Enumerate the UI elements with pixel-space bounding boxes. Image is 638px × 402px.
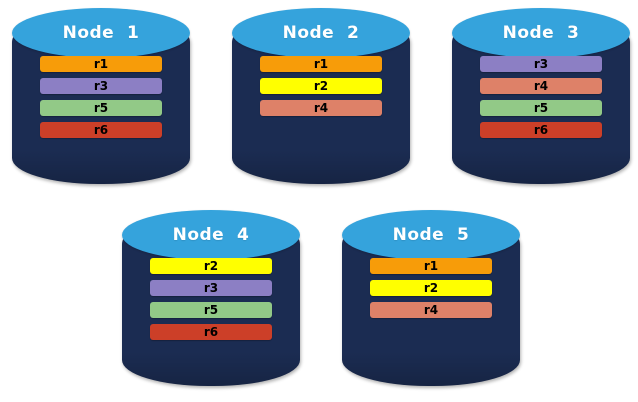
cylinder-top-ellipse: Node 3 [452,8,630,58]
replica-bar: r3 [40,78,162,94]
cylinder-top-ellipse: Node 4 [122,210,300,260]
cylinder-top-ellipse: Node 1 [12,8,190,58]
node-4: Node 4 r2 r3 r5 r6 [122,210,300,388]
replica-list: r3 r4 r5 r6 [480,56,602,144]
replica-list: r1 r2 r4 [370,258,492,324]
node-title: Node 5 [392,225,470,245]
replica-bar: r2 [150,258,272,274]
replica-bar: r6 [40,122,162,138]
node-5: Node 5 r1 r2 r4 [342,210,520,388]
node-3: Node 3 r3 r4 r5 r6 [452,8,630,186]
replica-bar: r4 [370,302,492,318]
replica-bar: r3 [150,280,272,296]
replica-bar: r6 [480,122,602,138]
replica-bar: r2 [260,78,382,94]
cylinder-bottom-shade [452,150,630,184]
replica-list: r1 r2 r4 [260,56,382,122]
replica-list: r1 r3 r5 r6 [40,56,162,144]
replica-bar: r5 [150,302,272,318]
node-1: Node 1 r1 r3 r5 r6 [12,8,190,186]
replica-bar: r1 [370,258,492,274]
node-title: Node 3 [502,23,580,43]
replica-bar: r4 [480,78,602,94]
replica-bar: r4 [260,100,382,116]
replica-bar: r3 [480,56,602,72]
replica-bar: r1 [40,56,162,72]
cylinder-bottom-shade [12,150,190,184]
cylinder-top-ellipse: Node 5 [342,210,520,260]
replica-bar: r2 [370,280,492,296]
cylinder-bottom-shade [232,150,410,184]
replica-list: r2 r3 r5 r6 [150,258,272,346]
cylinder-bottom-shade [342,352,520,386]
node-title: Node 2 [282,23,360,43]
cylinder-top-ellipse: Node 2 [232,8,410,58]
node-title: Node 1 [62,23,140,43]
node-title: Node 4 [172,225,250,245]
replica-bar: r5 [40,100,162,116]
cylinder-bottom-shade [122,352,300,386]
node-2: Node 2 r1 r2 r4 [232,8,410,186]
replica-bar: r6 [150,324,272,340]
replica-bar: r1 [260,56,382,72]
replica-bar: r5 [480,100,602,116]
